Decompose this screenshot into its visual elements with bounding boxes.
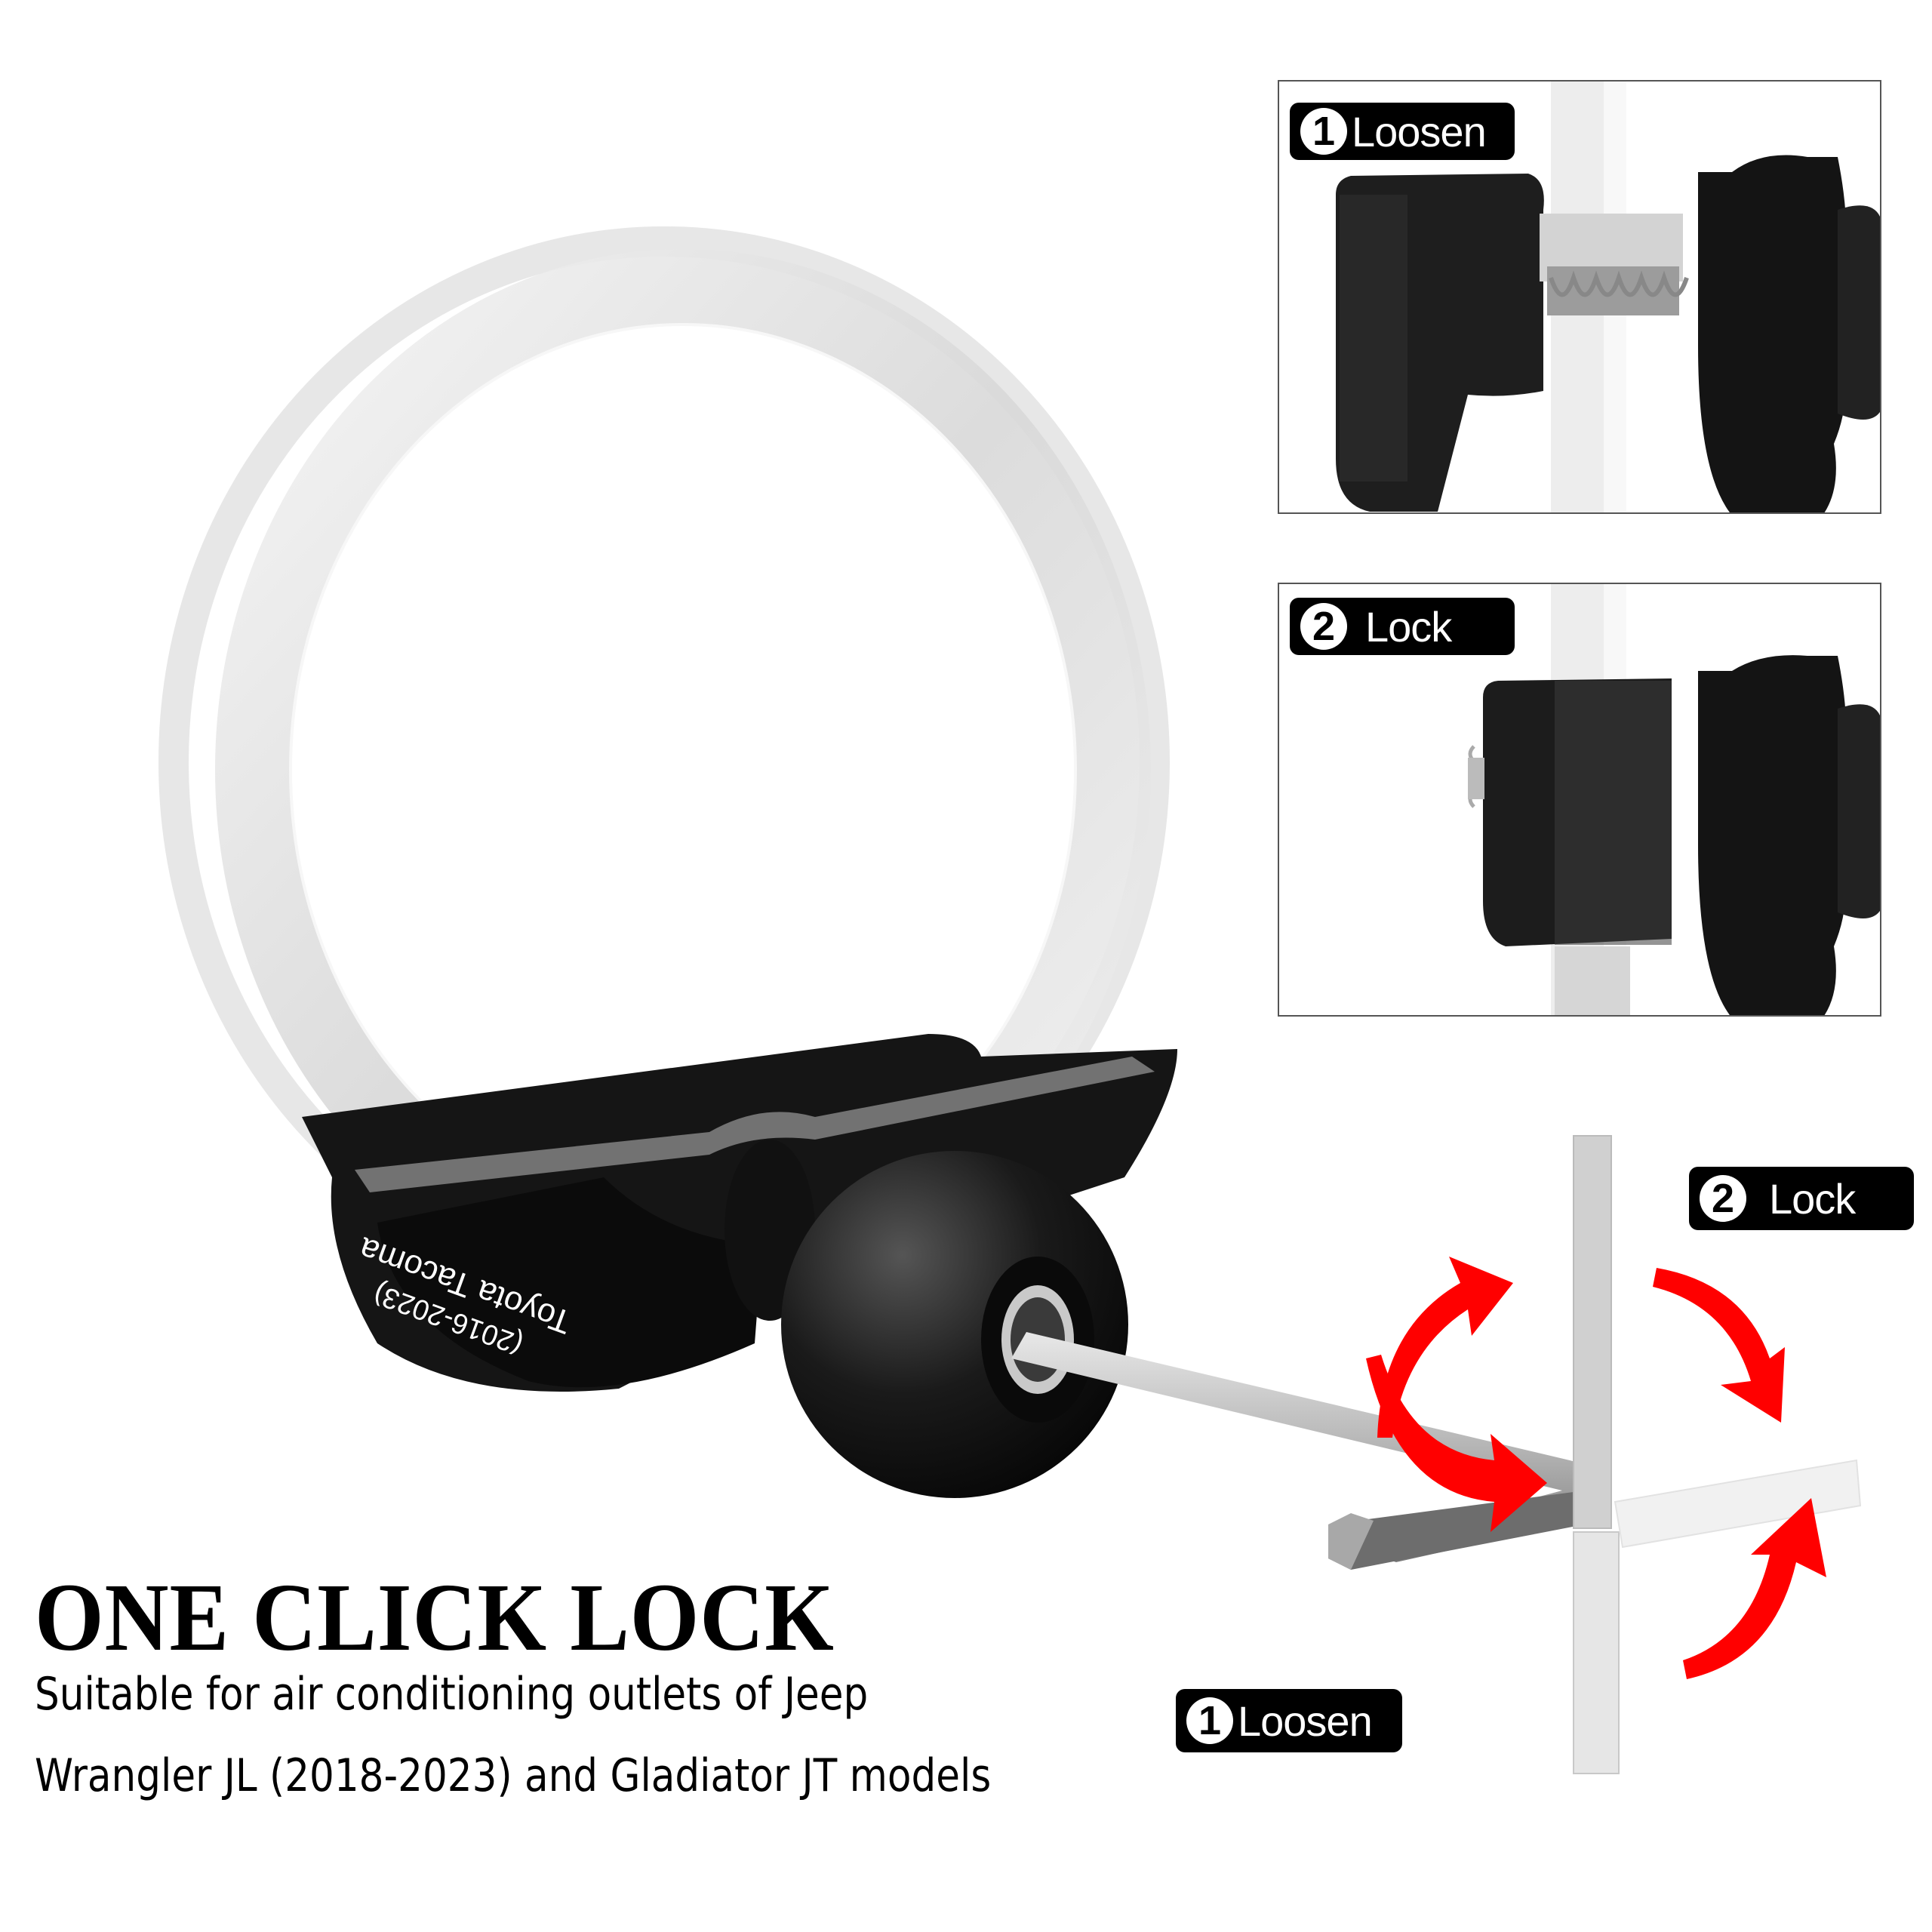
wrench-lock-badge: 2 Lock [1689, 1167, 1914, 1230]
step-panel-lock: 2 Lock [1278, 583, 1881, 1017]
step-panel-loosen: 1 Loosen [1278, 80, 1881, 514]
arrow-up-left-icon [1377, 1257, 1513, 1438]
wrench-ghost-positions [1573, 1135, 1862, 1774]
wrench-loosen-badge: 1 Loosen [1176, 1689, 1402, 1752]
step-badge-loosen: 1 Loosen [1290, 103, 1515, 160]
step-badge-lock: 2 Lock [1290, 598, 1515, 655]
arrow-down-right-top-icon [1653, 1268, 1785, 1423]
description-line-1: Suitable for air conditioning outlets of… [35, 1668, 869, 1721]
headline: ONE CLICK LOCK [35, 1564, 835, 1671]
loosen-knob-illustration [1336, 82, 1880, 512]
lock-knob-illustration [1468, 584, 1880, 1015]
step-number-icon: 1 [1300, 108, 1347, 155]
step-label: Lock [1365, 602, 1452, 651]
step-label: Lock [1769, 1174, 1856, 1223]
step-number-icon: 2 [1300, 603, 1347, 650]
step-label: Loosen [1352, 107, 1487, 155]
rotation-arrows [1366, 1257, 1826, 1679]
arrow-up-right-icon [1683, 1498, 1826, 1679]
hex-wrench [1011, 1332, 1604, 1570]
ball-joint [724, 1140, 1128, 1498]
step-label: Loosen [1238, 1697, 1373, 1745]
step-number-icon: 2 [1700, 1175, 1746, 1222]
description-line-2: Wrangler JL (2018-2023) and Gladiator JT… [35, 1749, 992, 1802]
step-number-icon: 1 [1186, 1697, 1233, 1744]
arrow-down-right-bottom-icon [1366, 1355, 1547, 1532]
